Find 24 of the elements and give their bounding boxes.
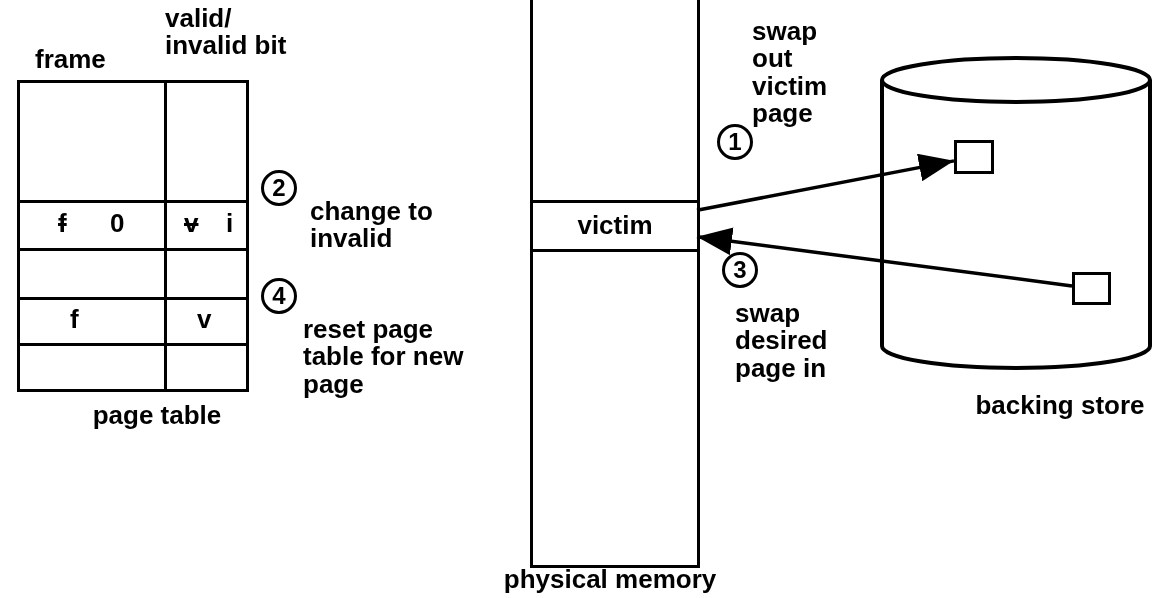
- memory-caption: physical memory: [502, 566, 718, 594]
- table-entry: v: [197, 306, 212, 334]
- column-header: valid/ invalid bit: [165, 5, 288, 60]
- step-number: 3: [722, 252, 758, 288]
- memory-frame: victim: [533, 200, 697, 252]
- table-entry: 0: [110, 210, 125, 238]
- step-number: 1: [717, 124, 753, 160]
- column-header: frame: [35, 46, 106, 74]
- step-number: 4: [261, 278, 297, 314]
- step-note: change to invalid: [310, 198, 434, 253]
- table-entry: i: [226, 210, 234, 238]
- edge-label: swap out victim page: [752, 18, 829, 128]
- table-entry: f: [70, 306, 79, 334]
- step-note: reset page table for new page: [303, 316, 465, 398]
- page-slot: [1072, 272, 1111, 305]
- arrow: [696, 227, 1073, 288]
- edge-label: swap desired page in: [735, 300, 829, 382]
- step-number: 2: [261, 170, 297, 206]
- struck-entry: f: [58, 210, 67, 238]
- store-caption: backing store: [974, 392, 1146, 420]
- struck-entry: v: [184, 210, 199, 238]
- page-slot: [954, 140, 994, 174]
- table-caption: page table: [91, 402, 223, 430]
- arrow: [696, 153, 955, 212]
